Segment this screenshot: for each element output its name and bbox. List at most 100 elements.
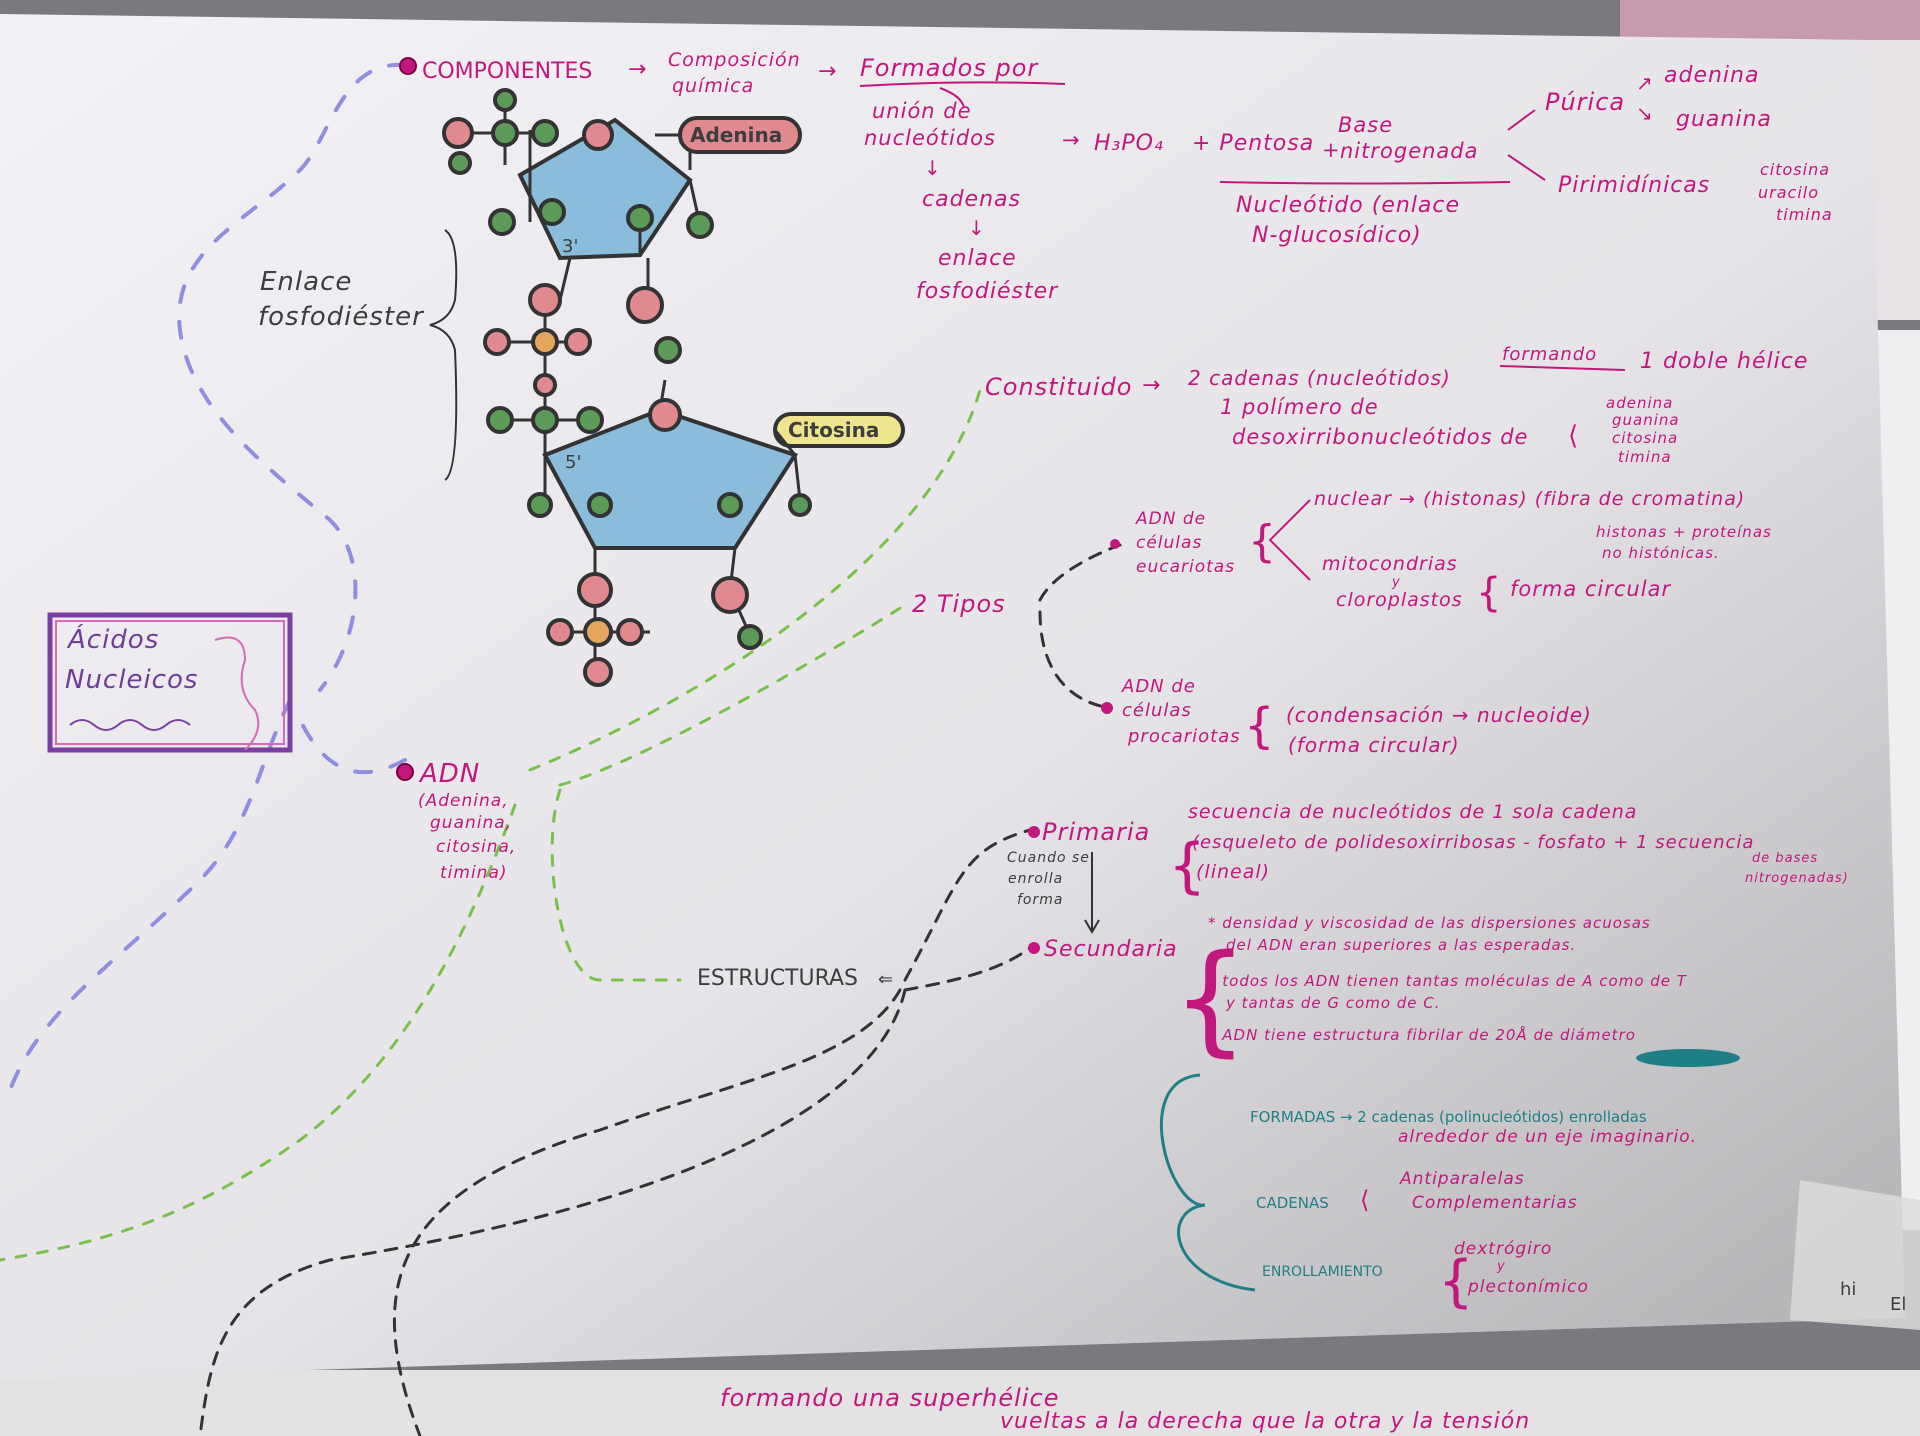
purica-guanina: guanina xyxy=(1676,107,1772,132)
procariotas-line-2: células xyxy=(1122,700,1192,721)
enlace-brace xyxy=(429,229,458,481)
cadenas-label: CADENAS xyxy=(1256,1194,1329,1212)
teal-highlight xyxy=(1636,1049,1740,1067)
procariotas-line-1: ADN de xyxy=(1121,676,1196,697)
forma-circular: forma circular xyxy=(1510,577,1671,601)
arrow-down-1: ↓ xyxy=(924,156,941,180)
paper-shadow xyxy=(0,14,1905,1380)
dark-dash-curves xyxy=(198,543,1122,1436)
nucleotide-diagram: Enlace fosfodiéster 3' 5' xyxy=(258,88,905,687)
componentes-section: COMPONENTES → Composición química → Form… xyxy=(399,49,1833,304)
polimero-arrow: ⟨ xyxy=(1568,421,1578,451)
procariotas-bullet xyxy=(1101,702,1113,714)
eucariotas-split xyxy=(1268,499,1311,581)
constituido-section: Constituido → 2 cadenas (nucleótidos) fo… xyxy=(985,344,1808,466)
adn-base-4: timina) xyxy=(440,863,508,883)
citosina-label: Citosina xyxy=(788,418,879,442)
enrollamiento-brace: { xyxy=(1438,1249,1474,1314)
adn-label: ADN xyxy=(418,759,480,789)
tipos-label: 2 Tipos xyxy=(912,590,1006,618)
ruler xyxy=(1790,1180,1920,1330)
bottom-strip-line-2: vueltas a la derecha que la otra y la te… xyxy=(1000,1409,1530,1434)
procariotas-brace: { xyxy=(1244,698,1275,754)
cuando-arrow xyxy=(1084,852,1100,934)
cadenas-label: cadenas xyxy=(922,187,1021,212)
composicion-line-2: química xyxy=(672,75,754,97)
eucariotas-line-1: ADN de xyxy=(1135,509,1206,529)
formula-nitrogenada: nitrogenada xyxy=(1340,139,1479,163)
constituido-label: Constituido xyxy=(985,373,1132,401)
formula-base: Base xyxy=(1338,113,1393,137)
cuando-line-2: enrolla xyxy=(1008,871,1063,887)
histonas-line-1: histonas + proteínas xyxy=(1596,523,1772,541)
mitocondrias-line-2: y xyxy=(1391,575,1401,590)
adn-bullet xyxy=(396,763,414,781)
green-dash-curves xyxy=(0,388,982,1262)
const-timina: timina xyxy=(1618,448,1672,466)
hydrogen-carbon-atoms xyxy=(448,88,812,650)
label-5prime: 5' xyxy=(565,452,581,473)
formados-por: Formados por xyxy=(860,54,1039,82)
enrollamiento-y: y xyxy=(1496,1259,1506,1274)
enrollamiento-plectonimico: plectonímico xyxy=(1467,1277,1589,1297)
primaria-side-2: nitrogenadas) xyxy=(1745,871,1849,886)
nota-3-line-1: * ADN tiene estructura fibrilar de 20Å d… xyxy=(1208,1025,1636,1044)
pirim-uracilo: uracilo xyxy=(1758,183,1819,202)
citosina-bond xyxy=(773,429,797,456)
secundaria-brace: { xyxy=(1172,930,1248,1069)
cuando-line-1: Cuando se xyxy=(1007,850,1090,866)
nuclear-line: nuclear → (histonas) (fibra de cromatina… xyxy=(1314,488,1745,510)
polimero-line-1: 1 polímero de xyxy=(1220,395,1379,419)
estructuras-label: ESTRUCTURAS xyxy=(697,966,858,991)
estructuras-section: ESTRUCTURAS ⇐ Primaria Cuando se enrolla… xyxy=(697,801,1849,1314)
pirim-citosina: citosina xyxy=(1760,160,1830,179)
const-guanina: guanina xyxy=(1612,411,1680,429)
formula-plus: + xyxy=(1322,138,1340,162)
arrow-purica-down: ↘ xyxy=(1636,101,1653,125)
mitocondrias-line-3: cloroplastos xyxy=(1336,589,1463,611)
tipos-section: 2 Tipos ADN de células eucariotas { nucl… xyxy=(912,488,1772,757)
arrow-down-2: ↓ xyxy=(968,216,985,240)
componentes-label: COMPONENTES xyxy=(422,59,592,84)
cadenas-antiparalelas: Antiparalelas xyxy=(1399,1169,1525,1189)
formando-arrow xyxy=(1499,365,1626,371)
const-citosina: citosina xyxy=(1612,429,1678,447)
const-adenina: adenina xyxy=(1606,394,1673,412)
composicion-line-1: Composición xyxy=(668,49,801,71)
title-box: Ácidos Nucleicos xyxy=(47,612,293,753)
componentes-bullet xyxy=(399,57,417,75)
formadas-line-2: alrededor de un eje imaginario. xyxy=(1398,1127,1697,1147)
enlace-line-2: fosfodiéster xyxy=(916,279,1059,304)
eucariotas-line-3: eucariotas xyxy=(1136,557,1235,577)
nota-2-line-2: y tantas de G como de C. xyxy=(1225,994,1441,1012)
primaria-text-3: (lineal) xyxy=(1196,861,1270,883)
title-squiggle xyxy=(69,719,191,731)
doble-helice: 1 doble hélice xyxy=(1640,349,1808,374)
nucleotido-overline xyxy=(1219,181,1511,185)
arrow-purica-up: ↗ xyxy=(1636,71,1653,95)
adn-base-1: (Adenina, xyxy=(418,791,509,811)
title-line-1: Ácidos xyxy=(66,623,159,655)
enrollamiento-label: ENROLLAMIENTO xyxy=(1262,1264,1383,1280)
formando-label: formando xyxy=(1502,344,1597,365)
nucleotido-line-2: N-glucosídico) xyxy=(1252,223,1422,248)
arrow-3: → xyxy=(1062,128,1080,152)
primaria-label: Primaria xyxy=(1042,818,1150,846)
nucleotido-line-1: Nucleótido (enlace xyxy=(1236,193,1460,218)
nota-1-line-1: * densidad y viscosidad de las dispersio… xyxy=(1208,914,1651,932)
cuando-line-3: forma xyxy=(1017,892,1063,908)
arrow-2: → xyxy=(818,59,836,84)
union-line-1: unión de xyxy=(872,99,972,123)
title-line-2: Nucleicos xyxy=(65,665,198,695)
formados-brace xyxy=(939,87,965,109)
histonas-line-2: no histónicas. xyxy=(1602,544,1720,562)
arrow-constituido: → xyxy=(1142,373,1160,398)
formula-h3po4: H₃PO₄ xyxy=(1094,131,1164,156)
formados-underline xyxy=(859,81,1066,87)
pirim-timina: timina xyxy=(1776,205,1833,224)
cadenas-complementarias: Complementarias xyxy=(1412,1193,1578,1213)
arrow-pirimidinicas xyxy=(1507,154,1546,181)
secundaria-label: Secundaria xyxy=(1044,937,1178,962)
union-line-2: nucleótidos xyxy=(864,126,996,150)
estructuras-arrow: ⇐ xyxy=(878,969,893,990)
